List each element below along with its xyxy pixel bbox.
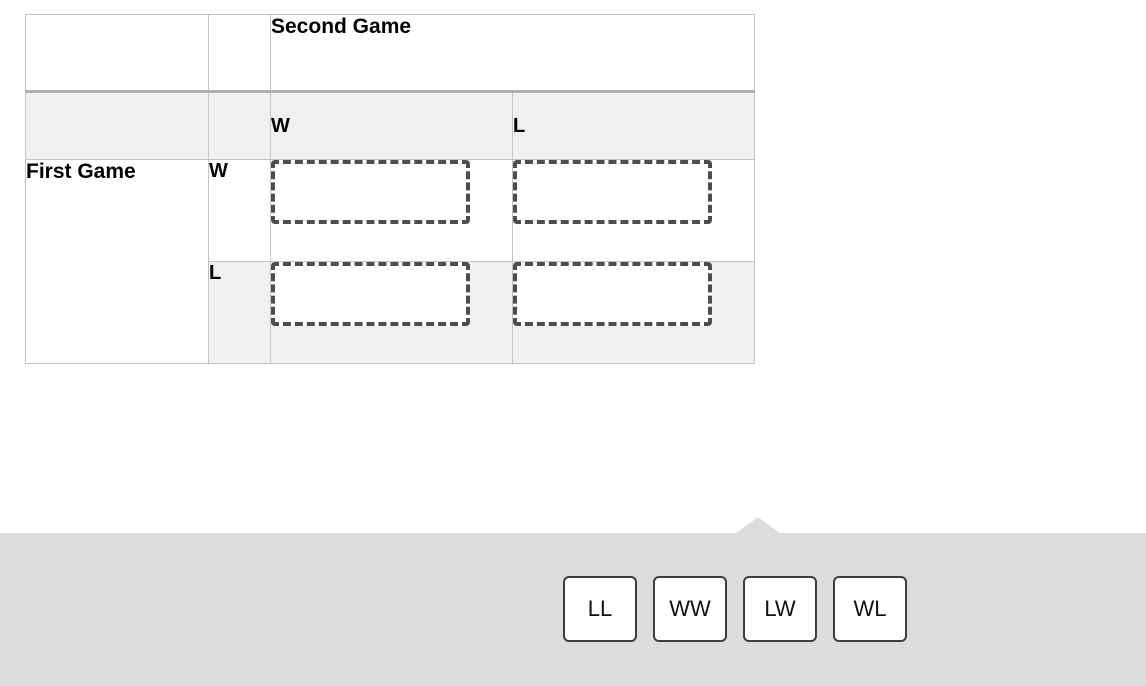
drag-source-tray: LL WW LW WL [0,533,1146,686]
draggable-tile-wl[interactable]: WL [833,576,907,642]
dropzone-w-w[interactable] [271,160,470,224]
dropzone-cell-l-w[interactable] [270,261,513,364]
draggable-tile-lw[interactable]: LW [743,576,817,642]
table-row-column-group-header: Second Game [25,14,755,93]
dropzone-cell-l-l[interactable] [512,261,755,364]
row-group-header-first-game: First Game [25,159,209,364]
dropzone-cell-w-l[interactable] [512,159,755,262]
dropzone-w-l[interactable] [513,160,712,224]
colhdr-blank-mid [208,91,271,160]
table-row-first-game-w: First Game W [25,159,755,364]
dropzone-l-w[interactable] [271,262,470,326]
dropzone-cell-w-w[interactable] [270,159,513,262]
table-row-first-game-l: L [26,261,755,364]
column-header-w: W [270,91,513,160]
column-header-l: L [512,91,755,160]
colhdr-blank-left [25,91,209,160]
draggable-tile-ll[interactable]: LL [563,576,637,642]
row-header-l: L [208,261,271,364]
dropzone-l-l[interactable] [513,262,712,326]
draggable-tile-ww[interactable]: WW [653,576,727,642]
tray-tile-list: LL WW LW WL [563,576,907,642]
corner-cell-blank-left [25,14,209,93]
corner-cell-blank-mid [208,14,271,93]
row-header-w: W [208,159,271,262]
column-group-header-second-game: Second Game [270,14,755,93]
tray-pointer-triangle-icon [735,517,781,534]
table-row-column-headers: W L [25,91,755,160]
outcome-matrix-table: Second Game W L First Game W L [25,14,755,364]
matrix-table-container: Second Game W L First Game W L [25,14,755,364]
